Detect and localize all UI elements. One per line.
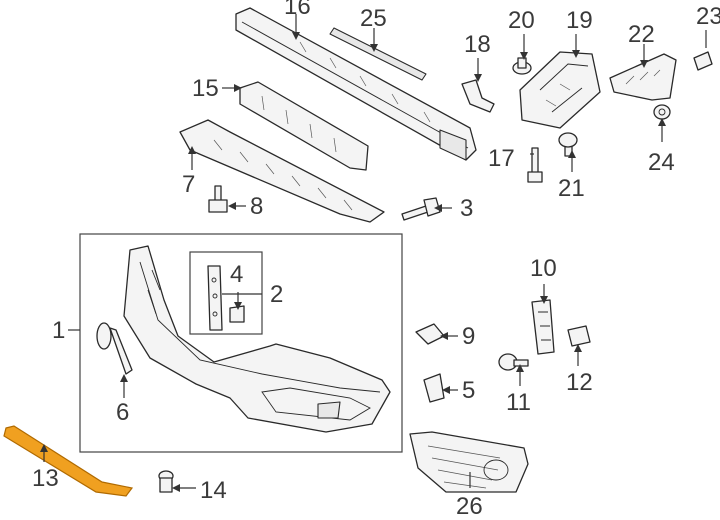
callout-22: 22 (628, 21, 655, 48)
bolt-23-part (693, 51, 713, 71)
leader-lines (40, 14, 707, 492)
callout-19: 19 (566, 7, 593, 34)
callout-6: 6 (116, 399, 129, 426)
clip-5-part (423, 373, 445, 403)
callout-2: 2 (270, 281, 283, 308)
callout-23: 23 (696, 3, 720, 30)
callout-26: 26 (456, 493, 483, 520)
callout-15: 15 (192, 75, 219, 102)
bracket-18-part (461, 79, 495, 113)
callout-18: 18 (464, 31, 491, 58)
bumper-assembly-frame (79, 233, 403, 453)
callout-24: 24 (648, 149, 675, 176)
side-guide-22-part (609, 53, 677, 101)
callout-13: 13 (32, 465, 59, 492)
bolt-8-part (208, 185, 228, 213)
callout-3: 3 (460, 195, 473, 222)
callout-21: 21 (558, 175, 585, 202)
clip-9-part (415, 323, 445, 345)
callout-11: 11 (506, 389, 531, 416)
mount-bracket-19-part (519, 51, 601, 129)
sub-assembly-frame (189, 251, 263, 335)
clip-4-part (229, 305, 245, 323)
callout-5: 5 (462, 377, 475, 404)
lower-shield-part (179, 119, 385, 223)
callout-9: 9 (462, 323, 475, 350)
reinforcement-beam-part (235, 7, 477, 161)
callout-10: 10 (530, 255, 557, 282)
deflector-13-part (3, 425, 134, 497)
bolt-14-part (158, 470, 174, 493)
callout-16: 16 (284, 0, 311, 20)
bolt-17-part (527, 147, 543, 183)
callout-8: 8 (250, 193, 263, 220)
clip-12-part (567, 325, 591, 347)
callout-7: 7 (182, 171, 195, 198)
nut-24-part (653, 104, 671, 120)
bolt-3-part (401, 197, 441, 221)
slide-bracket-10-part (531, 299, 555, 355)
push-pin-11-part (498, 353, 529, 371)
bumper-cover-part (123, 245, 391, 433)
bracket-strip-part (207, 265, 223, 331)
bolt-21-part (558, 132, 578, 157)
energy-absorber-part (239, 81, 369, 171)
callout-20: 20 (508, 7, 535, 34)
fog-cover-6-part (96, 322, 133, 375)
bolt-20-part (512, 57, 532, 75)
callout-12: 12 (566, 369, 593, 396)
grille-26-part (409, 431, 529, 493)
callout-4: 4 (230, 261, 243, 288)
callout-14: 14 (200, 477, 227, 504)
strip-part (329, 27, 427, 81)
callout-1: 1 (52, 317, 65, 344)
callout-17: 17 (488, 145, 515, 172)
callout-25: 25 (360, 5, 387, 32)
